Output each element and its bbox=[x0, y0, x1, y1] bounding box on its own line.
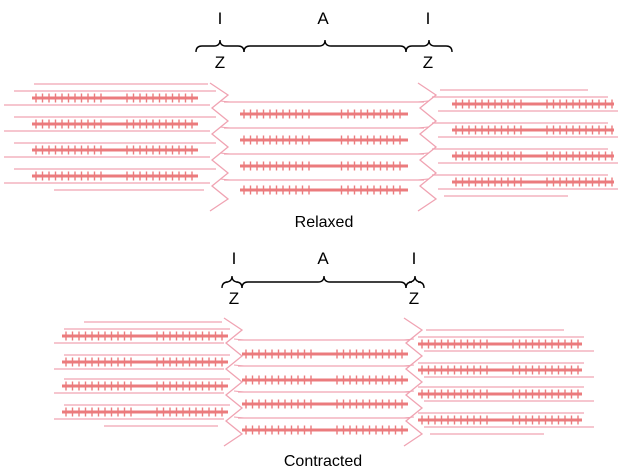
contracted-a-label: A bbox=[317, 249, 329, 268]
a-band-brace bbox=[241, 275, 407, 289]
relaxed-a-label: A bbox=[317, 9, 329, 28]
contracted-brackets bbox=[221, 275, 425, 289]
contracted-z-left-label: Z bbox=[229, 289, 239, 308]
contracted-z-right-label: Z bbox=[409, 289, 419, 308]
contracted-i-left-label: I bbox=[232, 249, 237, 268]
i-band-right-brace bbox=[405, 39, 453, 53]
a-band-brace bbox=[243, 39, 407, 53]
contracted-i-right-label: I bbox=[412, 249, 417, 268]
contracted-filaments bbox=[54, 317, 594, 447]
z-line-left bbox=[223, 317, 244, 447]
relaxed-i-left-label: I bbox=[218, 9, 223, 28]
z-line-right bbox=[403, 317, 424, 447]
contracted-sarcomere: I A I Z Z Contracted bbox=[54, 249, 594, 470]
relaxed-brackets bbox=[195, 39, 453, 53]
i-band-left-brace bbox=[221, 275, 243, 289]
relaxed-caption: Relaxed bbox=[295, 214, 354, 231]
relaxed-filaments bbox=[4, 82, 618, 212]
contracted-caption: Contracted bbox=[284, 453, 362, 470]
z-line-right bbox=[417, 82, 438, 212]
z-line-left bbox=[209, 82, 230, 212]
i-band-right-brace bbox=[405, 275, 425, 289]
relaxed-sarcomere: I A I Z Z Relaxed bbox=[4, 9, 618, 231]
i-band-left-brace bbox=[195, 39, 245, 53]
relaxed-z-right-label: Z bbox=[423, 53, 433, 72]
relaxed-i-right-label: I bbox=[426, 9, 431, 28]
relaxed-z-left-label: Z bbox=[215, 53, 225, 72]
